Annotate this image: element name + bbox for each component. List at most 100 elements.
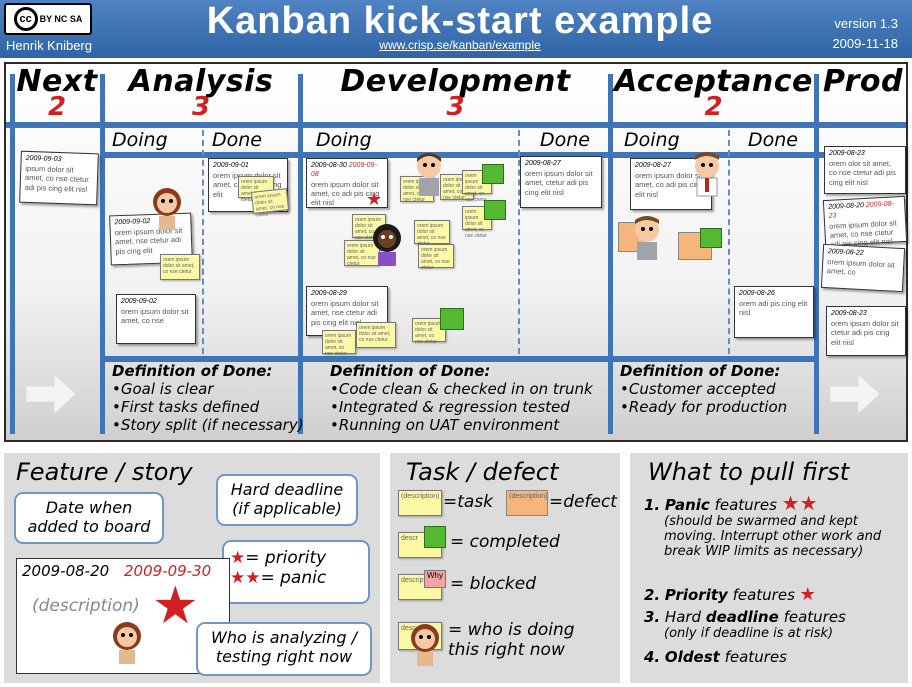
completed-marker xyxy=(700,228,722,248)
feature-story-title: Feature / story xyxy=(16,458,193,486)
dod-item: Running on UAT environment xyxy=(338,416,560,434)
cc-label: BY NC SA xyxy=(39,14,83,24)
column-header-divider xyxy=(6,122,906,128)
completed-marker xyxy=(482,164,504,184)
task-label: =task xyxy=(443,492,494,512)
development-done-label: Done xyxy=(540,129,590,151)
person-analyst-icon xyxy=(153,188,181,230)
acceptance-done-label: Done xyxy=(748,129,798,151)
pull-note: (should be swarmed and kept moving. Inte… xyxy=(664,514,882,559)
pull-first-legend xyxy=(630,453,908,683)
pull-item-panic: 1. Panic features ★★ (should be swarmed … xyxy=(644,493,904,559)
dod-item: Story split (if necessary) xyxy=(120,416,304,434)
priority-star-icon: ★ xyxy=(152,577,199,635)
pull-note: (only if deadline is at risk) xyxy=(664,626,834,641)
cc-icon: cc xyxy=(13,7,38,31)
arrow-right-icon xyxy=(830,372,880,416)
pull-bold: Oldest xyxy=(664,648,720,666)
task-sticky[interactable]: orem ipsum dolor sit amet, co nse ctetur xyxy=(418,244,454,271)
source-link[interactable]: www.crisp.se/kanban/example xyxy=(379,38,541,52)
card-deadline: 2009-09-08 xyxy=(311,162,377,178)
analysis-done-label: Done xyxy=(212,129,262,151)
pull-num: 3. xyxy=(644,608,661,626)
story-card[interactable]: 2009-08-22 orem ipsum dolor sit amet, co xyxy=(820,243,906,293)
dod-title: Definition of Done: xyxy=(620,362,781,380)
card-date: 2009-09-02 xyxy=(121,298,157,305)
task-sticky[interactable]: orem ipsum dolor sit amet, co nse ctetur xyxy=(160,254,200,280)
completed-marker xyxy=(440,308,464,330)
version-date: 2009-11-18 xyxy=(832,36,898,51)
card-date: 2009-08-30 2009-09-08 xyxy=(311,162,383,180)
doing-done-divider xyxy=(728,130,730,354)
subheader-divider xyxy=(104,152,906,158)
story-card[interactable]: 2009-08-29 orem ipsum dolor sit amet, ns… xyxy=(306,286,388,336)
story-card[interactable]: 2009-08-23 orem olor sit amet, co nse ct… xyxy=(824,146,906,194)
story-card[interactable]: 2009-09-03 ipsum dolor sit amet, co nse … xyxy=(19,150,99,206)
lane-divider xyxy=(608,74,613,434)
card-text: orem ipsum dolor sit ctetur adi pis cing… xyxy=(831,318,899,347)
example-card-description: (description) xyxy=(32,596,140,616)
story-card[interactable]: 2009-08-20 2009-08-23 orem ipsum dolor s… xyxy=(822,195,908,249)
pull-num: 1. xyxy=(644,496,661,514)
column-development-wip: 3 xyxy=(446,92,465,122)
card-date: 2009-08-27 xyxy=(525,160,561,167)
priority-star-icon: ★ xyxy=(799,584,816,605)
dod-item: Code clean & checked in on trunk xyxy=(338,380,593,398)
lane-divider xyxy=(298,74,303,434)
pull-num: 4. xyxy=(644,648,661,666)
lane-divider xyxy=(814,74,819,434)
completed-label: = completed xyxy=(450,532,560,552)
dod-item: Integrated & regression tested xyxy=(338,398,570,416)
analysis-doing-label: Doing xyxy=(112,129,168,151)
column-next-title: Next xyxy=(16,64,98,99)
column-analysis-title: Analysis xyxy=(128,64,274,99)
task-sticky[interactable]: orem ipsum dolor sit amet, co nse ctetur xyxy=(322,330,356,357)
date-added-bubble: Date when added to board xyxy=(14,492,164,544)
task-sticky[interactable]: orem ipsum dolor sit amet, co nse ctetur xyxy=(250,188,290,218)
card-date: 2009-08-27 xyxy=(635,162,671,169)
task-sticky-example: (description) xyxy=(398,490,442,516)
pull-bold: Panic xyxy=(664,496,710,514)
story-card[interactable]: 2009-09-02 orem ipsum dolor sit amet, co… xyxy=(116,294,196,344)
story-card[interactable]: 2009-08-26 orem adi pis cing elit nisl xyxy=(734,286,814,338)
person-doing-icon xyxy=(411,624,439,666)
pull-first-title: What to pull first xyxy=(648,458,850,486)
development-dod: Definition of Done: •Code clean & checke… xyxy=(330,362,593,434)
card-text: orem ipsum dolor sit amet, ctetur adi pi… xyxy=(525,168,593,197)
header-banner xyxy=(0,0,912,58)
pull-rest: features xyxy=(783,608,846,626)
story-card[interactable]: 2009-08-27 orem ipsum dolor sit amet, ct… xyxy=(520,156,602,208)
card-date: 2009-08-23 xyxy=(831,310,867,317)
column-prod-title: Prod xyxy=(823,64,903,99)
card-text: orem ipsum dolor sit amet, co nse xyxy=(121,306,189,326)
completed-marker xyxy=(424,526,446,548)
panic-label: = panic xyxy=(260,568,327,588)
doing-done-divider xyxy=(518,130,520,354)
card-text: orem ipsum dolor sit amet, co adi pis ci… xyxy=(311,179,380,208)
card-date: 2009-08-29 xyxy=(311,290,347,297)
panic-stars-icon: ★★ xyxy=(230,568,261,588)
example-card-deadline: 2009-09-30 xyxy=(124,562,212,580)
column-analysis-wip: 3 xyxy=(191,92,211,122)
pull-rest: features xyxy=(714,496,777,514)
arrow-right-icon xyxy=(26,372,76,416)
cc-license-logo: cc BY NC SA xyxy=(4,3,92,35)
story-card[interactable]: 2009-08-30 2009-09-08 orem ipsum dolor s… xyxy=(306,158,388,208)
person-tester-icon xyxy=(635,216,659,260)
version-label: version 1.3 xyxy=(834,16,898,31)
dod-item: Ready for production xyxy=(628,398,788,416)
card-text: orem ipsum dolor sit amet, co adi pis ci… xyxy=(635,170,704,199)
dod-divider xyxy=(104,356,814,362)
column-next-wip: 2 xyxy=(47,92,67,122)
pull-bold: Priority xyxy=(664,586,728,604)
card-date: 2009-09-01 xyxy=(213,162,249,169)
lane-divider xyxy=(10,74,15,434)
completed-sticky[interactable]: orem ipsum dolor sit amet, co nse ctetur xyxy=(412,318,446,345)
story-card[interactable]: 2009-08-23 orem ipsum dolor sit ctetur a… xyxy=(826,306,906,356)
task-sticky[interactable]: orem ipsum dolor sit amet, co nse ctetur xyxy=(344,240,380,267)
person-tester-icon xyxy=(695,152,719,197)
task-sticky[interactable]: orem ipsum dolor sit amet, co nse ctetur xyxy=(356,322,396,348)
priority-legend-bubble: ★= priority ★★= panic xyxy=(222,540,370,604)
task-sticky[interactable]: orem ipsum dolor sit amet, co nse ctetur xyxy=(414,220,450,247)
card-text: ipsum dolor sit amet, co nse ctetur adi … xyxy=(24,163,89,194)
